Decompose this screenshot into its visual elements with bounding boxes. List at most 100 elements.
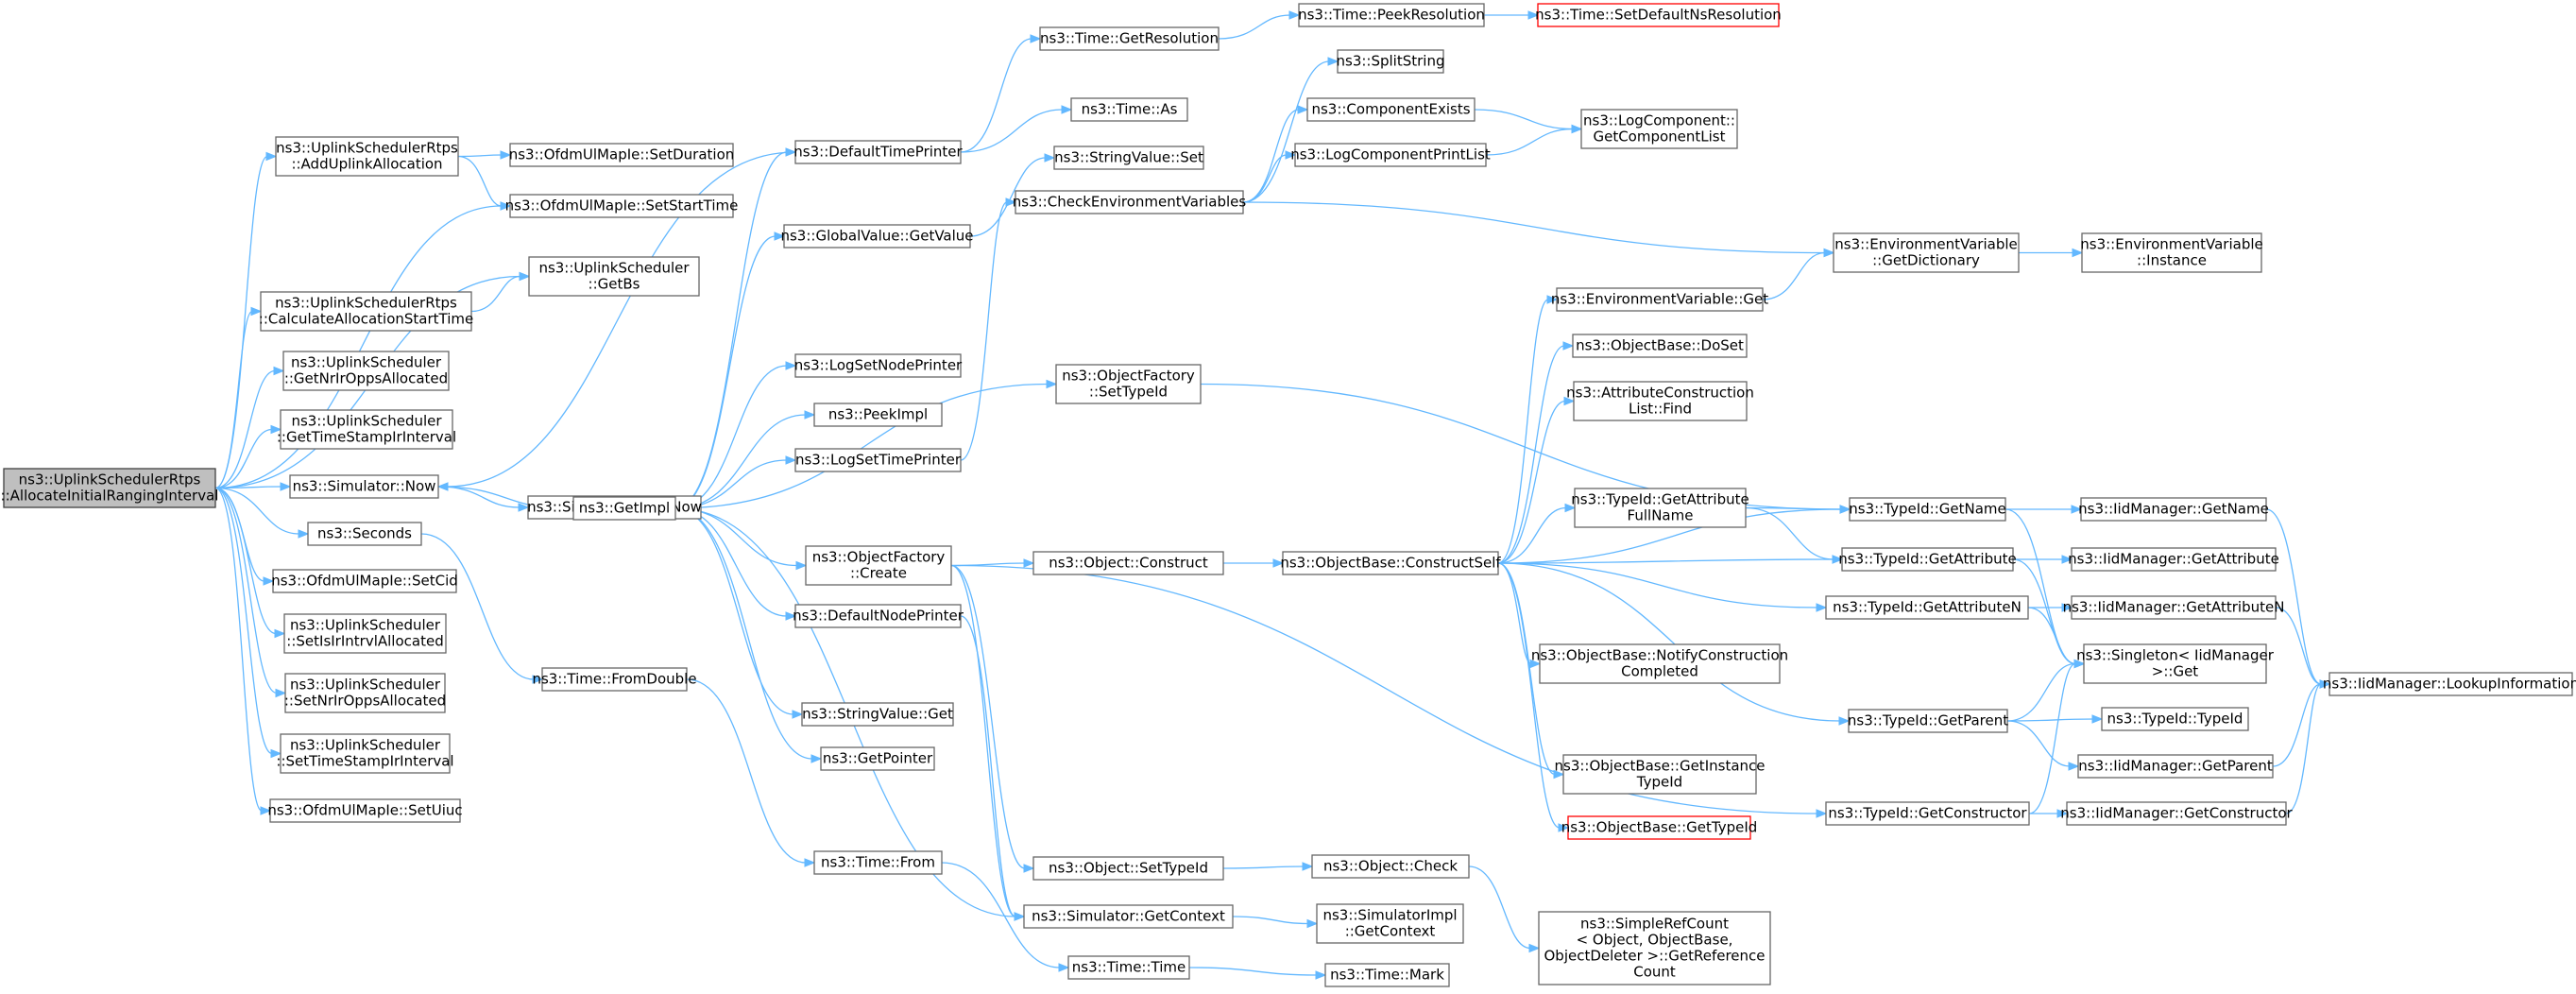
node-box [509, 143, 734, 167]
node-simimplctx[interactable]: ns3::SimulatorImpl::GetContext [1316, 903, 1464, 944]
node-settsir[interactable]: ns3::UplinkScheduler::SetTimeStampIrInte… [276, 733, 454, 774]
node-tidtid[interactable]: ns3::TypeId::TypeId [2101, 707, 2249, 731]
node-svget[interactable]: ns3::StringValue::Get [801, 702, 954, 727]
node-simplerc[interactable]: ns3::SimpleRefCount< Object, ObjectBase,… [1538, 911, 1771, 985]
node-setstart[interactable]: ns3::OfdmUlMapIe::SetStartTime [505, 194, 739, 218]
node-iidattrn[interactable]: ns3::IidManager::GetAttributeN [2063, 595, 2285, 620]
node-timefrom[interactable]: ns3::Time::From [813, 850, 943, 875]
node-label: ns3::UplinkSchedulerRtps [275, 295, 457, 312]
node-fromdouble[interactable]: ns3::Time::FromDouble [532, 667, 697, 692]
node-label: ns3::Object::SetTypeId [1049, 860, 1208, 877]
node-addul[interactable]: ns3::UplinkSchedulerRtps::AddUplinkAlloc… [275, 136, 459, 177]
node-logcomp[interactable]: ns3::LogComponent::GetComponentList [1580, 109, 1738, 149]
node-box [1324, 963, 1450, 987]
node-gettsir[interactable]: ns3::UplinkScheduler::GetTimeStampIrInte… [277, 409, 456, 450]
node-calc[interactable]: ns3::UplinkSchedulerRtps::CalculateAlloc… [259, 291, 473, 332]
node-setuiuc[interactable]: ns3::OfdmUlMapIe::SetUiuc [267, 798, 463, 823]
node-setdur[interactable]: ns3::OfdmUlMapIe::SetDuration [509, 143, 735, 167]
node-tidattrn[interactable]: ns3::TypeId::GetAttributeN [1825, 595, 2029, 620]
node-tidattr[interactable]: ns3::TypeId::GetAttribute [1838, 547, 2017, 572]
node-deftime[interactable]: ns3::DefaultTimePrinter [793, 140, 964, 164]
node-lookup[interactable]: ns3::IidManager::LookupInformation [2323, 672, 2576, 696]
node-splitstr[interactable]: ns3::SplitString [1337, 49, 1445, 74]
node-timeas[interactable]: ns3::Time::As [1070, 97, 1188, 122]
node-getbs[interactable]: ns3::UplinkScheduler::GetBs [528, 256, 700, 297]
node-dosset[interactable]: ns3::ObjectBase::DoSet [1572, 334, 1748, 358]
node-label: ns3::StringValue::Set [1054, 149, 1203, 166]
edge-ofcreate-to-tidctor [950, 564, 1818, 814]
arrowhead [1562, 341, 1575, 351]
edge-fromdouble-to-timefrom [686, 678, 807, 864]
arrowhead [1832, 555, 1844, 564]
node-objsettid[interactable]: ns3::Object::SetTypeId [1032, 856, 1224, 881]
edge-root-to-setnrir [214, 487, 278, 694]
node-box [307, 522, 422, 546]
edge-getres-to-peekres [1218, 14, 1291, 40]
edge-root-to-simnow [214, 486, 282, 489]
node-getptr[interactable]: ns3::GetPointer [820, 746, 935, 771]
node-timemark[interactable]: ns3::Time::Mark [1324, 963, 1450, 987]
node-logcomplist[interactable]: ns3::LogComponentPrintList [1290, 143, 1491, 167]
arrowhead [2072, 248, 2084, 258]
node-label: ns3::IidManager::GetAttributeN [2063, 599, 2285, 616]
node-getnrir[interactable]: ns3::UplinkScheduler::GetNrIrOppsAllocat… [282, 351, 450, 391]
node-label: GetComponentList [1593, 129, 1725, 146]
node-compexists[interactable]: ns3::ComponentExists [1306, 97, 1476, 122]
node-setisir[interactable]: ns3::UplinkScheduler::SetIsIrIntrvlAlloc… [283, 613, 447, 654]
node-checkenv[interactable]: ns3::CheckEnvironmentVariables [1013, 190, 1247, 214]
node-getres[interactable]: ns3::Time::GetResolution [1039, 26, 1220, 51]
node-obgettid[interactable]: ns3::ObjectBase::GetTypeId [1561, 815, 1758, 840]
node-tidname[interactable]: ns3::TypeId::GetName [1849, 497, 2006, 522]
node-simnow[interactable]: ns3::Simulator::Now [289, 474, 439, 499]
node-ofsettid[interactable]: ns3::ObjectFactory::SetTypeId [1055, 364, 1202, 404]
node-root[interactable]: ns3::UplinkSchedulerRtps::AllocateInitia… [1, 468, 219, 508]
node-label: ns3::UplinkScheduler [290, 737, 441, 754]
node-envget[interactable]: ns3::EnvironmentVariable::Get [1551, 287, 1768, 312]
node-setdefns[interactable]: ns3::Time::SetDefaultNsResolution [1535, 3, 1782, 27]
node-box [289, 474, 439, 499]
node-iidparent[interactable]: ns3::IidManager::GetParent [2077, 754, 2274, 779]
node-label: >::Get [2152, 663, 2199, 680]
node-objconstruct[interactable]: ns3::Object::Construct [1032, 551, 1224, 575]
node-defnode[interactable]: ns3::DefaultNodePrinter [793, 604, 964, 628]
node-timetime[interactable]: ns3::Time::Time [1067, 955, 1190, 980]
node-seconds[interactable]: ns3::Seconds [307, 522, 422, 546]
node-box [2071, 595, 2277, 620]
node-setcid[interactable]: ns3::OfdmUlMapIe::SetCid [271, 569, 458, 593]
node-ofcreate[interactable]: ns3::ObjectFactory::Create [805, 545, 952, 586]
node-envinst[interactable]: ns3::EnvironmentVariable::Instance [2080, 232, 2263, 273]
node-logtime[interactable]: ns3::LogSetTimePrinter [794, 448, 962, 472]
node-objcheck[interactable]: ns3::Object::Check [1311, 854, 1470, 879]
node-label: ::SetNrIrOppsAllocated [284, 693, 446, 710]
arrowhead [2071, 505, 2083, 514]
node-iidname[interactable]: ns3::IidManager::GetName [2078, 497, 2269, 522]
node-box [1849, 497, 2006, 522]
node-peekimpl[interactable]: ns3::PeekImpl [813, 403, 943, 427]
node-lognode[interactable]: ns3::LogSetNodePrinter [794, 353, 963, 378]
node-peekres[interactable]: ns3::Time::PeekResolution [1298, 3, 1485, 27]
node-getimpl[interactable]: ns3::GetImpl [572, 496, 676, 521]
arrowhead [792, 710, 804, 719]
node-label: ns3::UplinkScheduler [291, 413, 442, 430]
node-svset[interactable]: ns3::StringValue::Set [1053, 146, 1204, 170]
node-iidctor[interactable]: ns3::IidManager::GetConstructor [2060, 801, 2294, 826]
arrowhead [1528, 943, 1541, 953]
node-gvget[interactable]: ns3::GlobalValue::GetValue [780, 224, 974, 248]
node-constructself[interactable]: ns3::ObjectBase::ConstructSelf [1280, 551, 1501, 575]
node-tidctor[interactable]: ns3::TypeId::GetConstructor [1825, 801, 2030, 826]
node-singleton[interactable]: ns3::Singleton< IidManager>::Get [2076, 643, 2275, 684]
node-setnrir[interactable]: ns3::UplinkScheduler::SetNrIrOppsAllocat… [284, 673, 446, 713]
node-label: ns3::TypeId::TypeId [2107, 711, 2243, 728]
arrowhead [785, 361, 797, 370]
node-box [260, 291, 472, 332]
node-simgetctx[interactable]: ns3::Simulator::GetContext [1023, 904, 1234, 929]
node-label: ns3::Time::As [1082, 101, 1178, 118]
node-notify[interactable]: ns3::ObjectBase::NotifyConstructionCompl… [1531, 643, 1788, 684]
node-iidattr[interactable]: ns3::IidManager::GetAttribute [2068, 547, 2279, 572]
node-label: ns3::IidManager::LookupInformation [2323, 676, 2576, 693]
node-tidparent[interactable]: ns3::TypeId::GetParent [1848, 709, 2008, 733]
node-envdict[interactable]: ns3::EnvironmentVariable::GetDictionary [1833, 232, 2020, 273]
